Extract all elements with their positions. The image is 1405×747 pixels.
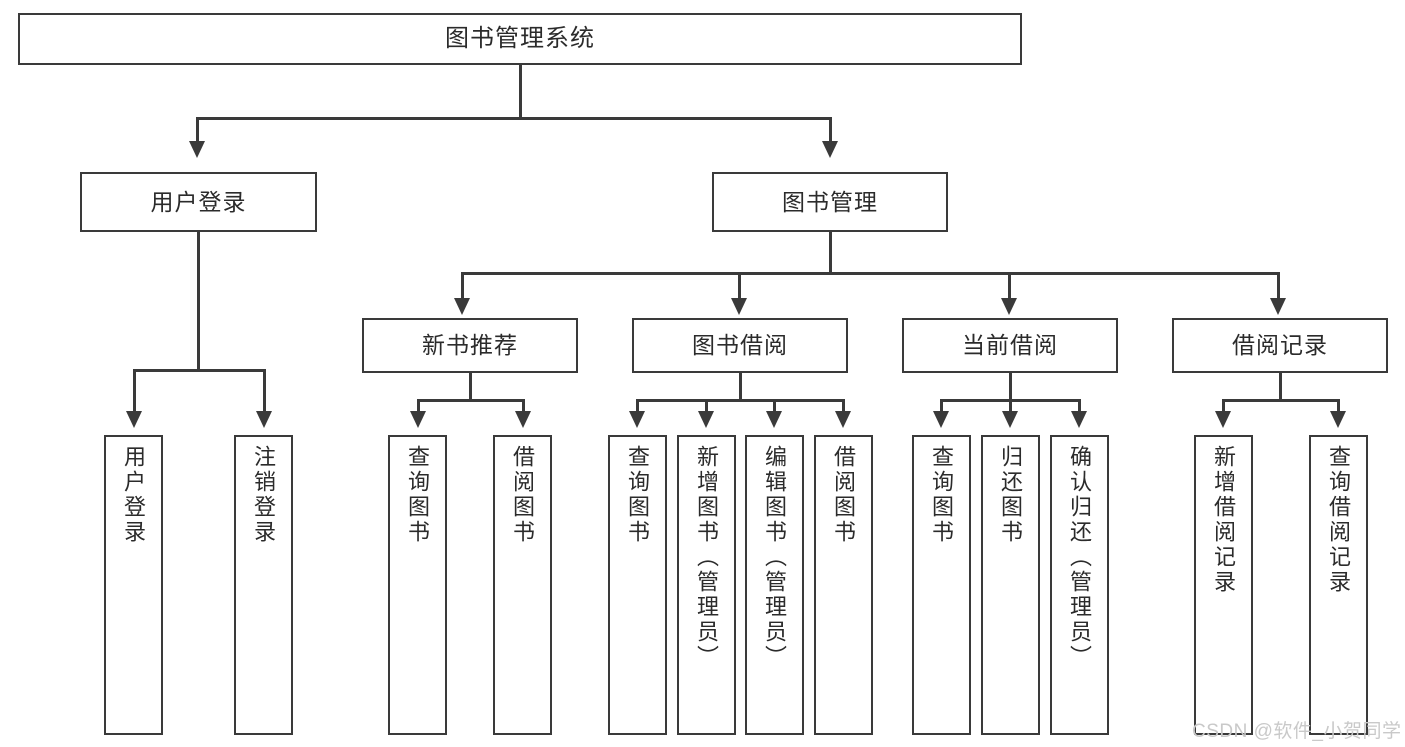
connector-level2-leg-right — [829, 117, 832, 143]
node-label: 编辑图书（管理员） — [762, 445, 788, 670]
node-label: 图书管理 — [782, 188, 878, 215]
connector-level2-bar — [196, 117, 832, 120]
node-label: 图书管理系统 — [445, 25, 595, 52]
connector-book-management-stem — [829, 232, 832, 274]
connector-level3-bar — [461, 272, 1280, 275]
arrow-to-book-borrow — [731, 298, 747, 315]
connector-user-login-leg-1 — [133, 369, 136, 413]
connector-recommend-leg-2 — [522, 399, 525, 413]
arrow-to-new-book-recommend — [454, 298, 470, 315]
leaf-return-book[interactable]: 归还图书 — [981, 435, 1040, 735]
arrow-to-leaf-logout — [256, 411, 272, 428]
arrow-to-leaf-query-book-a — [410, 411, 426, 428]
connector-borrow-leg-3 — [773, 399, 776, 413]
node-label: 归还图书 — [998, 445, 1024, 545]
connector-root-stem — [519, 65, 522, 117]
node-current-borrow[interactable]: 当前借阅 — [902, 318, 1118, 373]
node-label: 图书借阅 — [692, 332, 788, 359]
node-label: 借阅图书 — [510, 445, 536, 545]
node-book-management[interactable]: 图书管理 — [712, 172, 948, 232]
arrow-to-current-borrow — [1001, 298, 1017, 315]
arrow-to-leaf-borrow-book-b — [835, 411, 851, 428]
connector-recommend-bar — [417, 399, 525, 402]
node-label: 用户登录 — [121, 445, 147, 545]
connector-borrow-stem — [739, 373, 742, 401]
leaf-borrow-book-recommend[interactable]: 借阅图书 — [493, 435, 552, 735]
connector-record-stem — [1279, 373, 1282, 401]
node-label: 查询图书 — [929, 445, 955, 545]
connector-recommend-stem — [469, 373, 472, 401]
connector-record-leg-2 — [1337, 399, 1340, 413]
node-label: 借阅记录 — [1232, 332, 1328, 359]
connector-user-login-leg-2 — [263, 369, 266, 413]
arrow-to-user-login — [189, 141, 205, 158]
connector-current-leg-1 — [940, 399, 943, 413]
leaf-user-login[interactable]: 用户登录 — [104, 435, 163, 735]
node-label: 新书推荐 — [422, 332, 518, 359]
node-new-book-recommend[interactable]: 新书推荐 — [362, 318, 578, 373]
arrow-to-leaf-return-book — [1002, 411, 1018, 428]
node-label: 新增借阅记录 — [1211, 445, 1237, 595]
arrow-to-leaf-edit-book — [766, 411, 782, 428]
node-label: 查询借阅记录 — [1326, 445, 1352, 595]
arrow-to-leaf-query-book-b — [629, 411, 645, 428]
node-root-system[interactable]: 图书管理系统 — [18, 13, 1022, 65]
connector-borrow-bar — [636, 399, 845, 402]
arrow-to-book-management — [822, 141, 838, 158]
arrow-to-leaf-confirm-return — [1071, 411, 1087, 428]
connector-current-stem — [1009, 373, 1012, 401]
connector-current-leg-2 — [1009, 399, 1012, 413]
connector-level3-leg-4 — [1277, 272, 1280, 300]
leaf-query-book-current[interactable]: 查询图书 — [912, 435, 971, 735]
node-book-borrow[interactable]: 图书借阅 — [632, 318, 848, 373]
connector-record-leg-1 — [1222, 399, 1225, 413]
leaf-edit-book-admin[interactable]: 编辑图书（管理员） — [745, 435, 804, 735]
arrow-to-leaf-query-record — [1330, 411, 1346, 428]
leaf-add-book-admin[interactable]: 新增图书（管理员） — [677, 435, 736, 735]
arrow-to-leaf-query-book-c — [933, 411, 949, 428]
connector-record-bar — [1222, 399, 1340, 402]
connector-user-login-bar — [133, 369, 266, 372]
arrow-to-leaf-user-login — [126, 411, 142, 428]
leaf-logout[interactable]: 注销登录 — [234, 435, 293, 735]
node-user-login[interactable]: 用户登录 — [80, 172, 317, 232]
connector-borrow-leg-2 — [705, 399, 708, 413]
arrow-to-leaf-borrow-book-a — [515, 411, 531, 428]
connector-level2-leg-left — [196, 117, 199, 143]
node-label: 用户登录 — [150, 188, 247, 215]
leaf-query-borrow-record[interactable]: 查询借阅记录 — [1309, 435, 1368, 735]
arrow-to-borrow-record — [1270, 298, 1286, 315]
leaf-borrow-book[interactable]: 借阅图书 — [814, 435, 873, 735]
node-label: 确认归还（管理员） — [1067, 445, 1093, 670]
leaf-query-book-recommend[interactable]: 查询图书 — [388, 435, 447, 735]
connector-recommend-leg-1 — [417, 399, 420, 413]
node-label: 查询图书 — [405, 445, 431, 545]
connector-level3-leg-2 — [738, 272, 741, 300]
node-label: 新增图书（管理员） — [694, 445, 720, 670]
node-label: 借阅图书 — [831, 445, 857, 545]
connector-level3-leg-3 — [1008, 272, 1011, 300]
node-borrow-record[interactable]: 借阅记录 — [1172, 318, 1388, 373]
node-label: 注销登录 — [251, 445, 277, 545]
node-label: 当前借阅 — [962, 332, 1058, 359]
arrow-to-leaf-add-record — [1215, 411, 1231, 428]
leaf-add-borrow-record[interactable]: 新增借阅记录 — [1194, 435, 1253, 735]
node-label: 查询图书 — [625, 445, 651, 545]
connector-current-leg-3 — [1078, 399, 1081, 413]
arrow-to-leaf-add-book — [698, 411, 714, 428]
leaf-query-book-borrow[interactable]: 查询图书 — [608, 435, 667, 735]
connector-borrow-leg-1 — [636, 399, 639, 413]
connector-user-login-stem — [197, 232, 200, 369]
leaf-confirm-return-admin[interactable]: 确认归还（管理员） — [1050, 435, 1109, 735]
connector-borrow-leg-4 — [842, 399, 845, 413]
connector-level3-leg-1 — [461, 272, 464, 300]
